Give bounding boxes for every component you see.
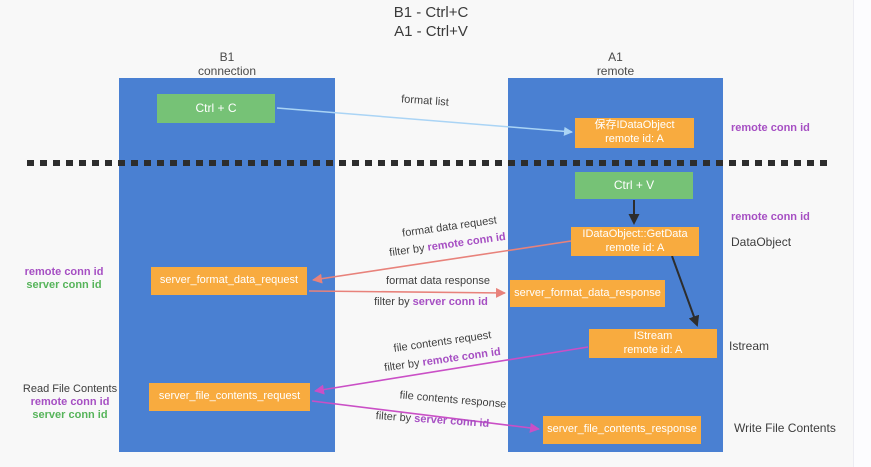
- phase-separator-dashed-line: [27, 160, 833, 166]
- format-list-label: format list: [400, 93, 450, 109]
- ctrl-c-label: Ctrl + C: [195, 101, 237, 115]
- title-line-1: B1 - Ctrl+C: [393, 4, 469, 21]
- left-column-role: connection: [197, 63, 257, 78]
- ctrl-v-node: Ctrl + V: [575, 172, 693, 199]
- istream-side-label: Istream: [729, 339, 770, 353]
- server-conn-id-text: server conn id: [413, 412, 490, 430]
- format-data-response-label: format data response: [386, 275, 490, 287]
- filter-by-text: filter by: [388, 242, 426, 260]
- getdata-line2: remote id: A: [605, 241, 665, 254]
- file-request-label: server_file_contents_request: [158, 390, 301, 403]
- page-edge-strip: [853, 0, 871, 467]
- left-column-header: B1 connection: [119, 50, 335, 79]
- idataobject-getdata-node: IDataObject::GetData remote id: A: [571, 227, 699, 256]
- save-dataobject-line2: remote id: A: [605, 133, 664, 145]
- right-top-remote-conn-id: remote conn id: [731, 122, 810, 134]
- right-column-role: remote: [596, 63, 635, 78]
- dataobject-label: DataObject: [731, 235, 792, 249]
- left-format-remote-conn-id: remote conn id: [24, 266, 104, 278]
- left-file-remote-conn-id: remote conn id: [30, 396, 110, 408]
- filter-by-text: filter by: [374, 296, 410, 308]
- file-response-label: server_file_contents_response: [547, 423, 697, 436]
- read-file-contents-label: Read File Contents: [22, 383, 118, 395]
- istream-node: IStream remote id: A: [589, 329, 717, 358]
- right-column-header: A1 remote: [508, 50, 723, 79]
- ctrl-c-node: Ctrl + C: [157, 94, 275, 123]
- server-file-contents-response-node: server_file_contents_response: [543, 416, 701, 444]
- file-response-filter-label: filter by server conn id: [370, 410, 496, 431]
- left-format-conn-ids: remote conn id server conn id: [18, 266, 110, 292]
- format-data-response-arrow: [308, 287, 506, 298]
- left-format-server-conn-id: server conn id: [26, 279, 102, 291]
- write-file-contents-label: Write File Contents: [734, 421, 836, 435]
- left-file-labels: Read File Contents remote conn id server…: [18, 383, 122, 422]
- istream-line2: remote id: A: [623, 343, 683, 356]
- diagram-title: B1 - Ctrl+C A1 - Ctrl+V: [331, 4, 531, 42]
- format-request-label: server_format_data_request: [159, 274, 299, 287]
- server-format-data-request-node: server_format_data_request: [151, 267, 307, 295]
- format-response-label: server_format_data_response: [514, 286, 661, 299]
- remote-conn-id-text: remote conn id: [421, 345, 502, 369]
- title-line-2: A1 - Ctrl+V: [394, 22, 468, 40]
- server-format-data-response-node: server_format_data_response: [510, 280, 665, 307]
- right-column-name: A1: [608, 50, 623, 64]
- left-file-server-conn-id: server conn id: [32, 409, 108, 421]
- save-dataobject-line1: 保存IDataObject: [594, 119, 675, 132]
- istream-line1: IStream: [633, 329, 673, 342]
- filter-by-text: filter by: [383, 357, 421, 375]
- file-contents-response-label: file contents response: [399, 389, 507, 411]
- server-file-contents-request-node: server_file_contents_request: [149, 383, 310, 411]
- format-response-filter-label: filter by server conn id: [371, 296, 491, 308]
- left-column-name: B1: [219, 50, 235, 64]
- right-mid-remote-conn-id: remote conn id: [731, 211, 810, 223]
- save-dataobject-node: 保存IDataObject remote id: A: [575, 118, 694, 148]
- ctrl-v-label: Ctrl + V: [613, 178, 655, 192]
- filter-by-text: filter by: [375, 410, 412, 425]
- server-conn-id-text: server conn id: [412, 296, 488, 308]
- getdata-line1: IDataObject::GetData: [582, 227, 688, 240]
